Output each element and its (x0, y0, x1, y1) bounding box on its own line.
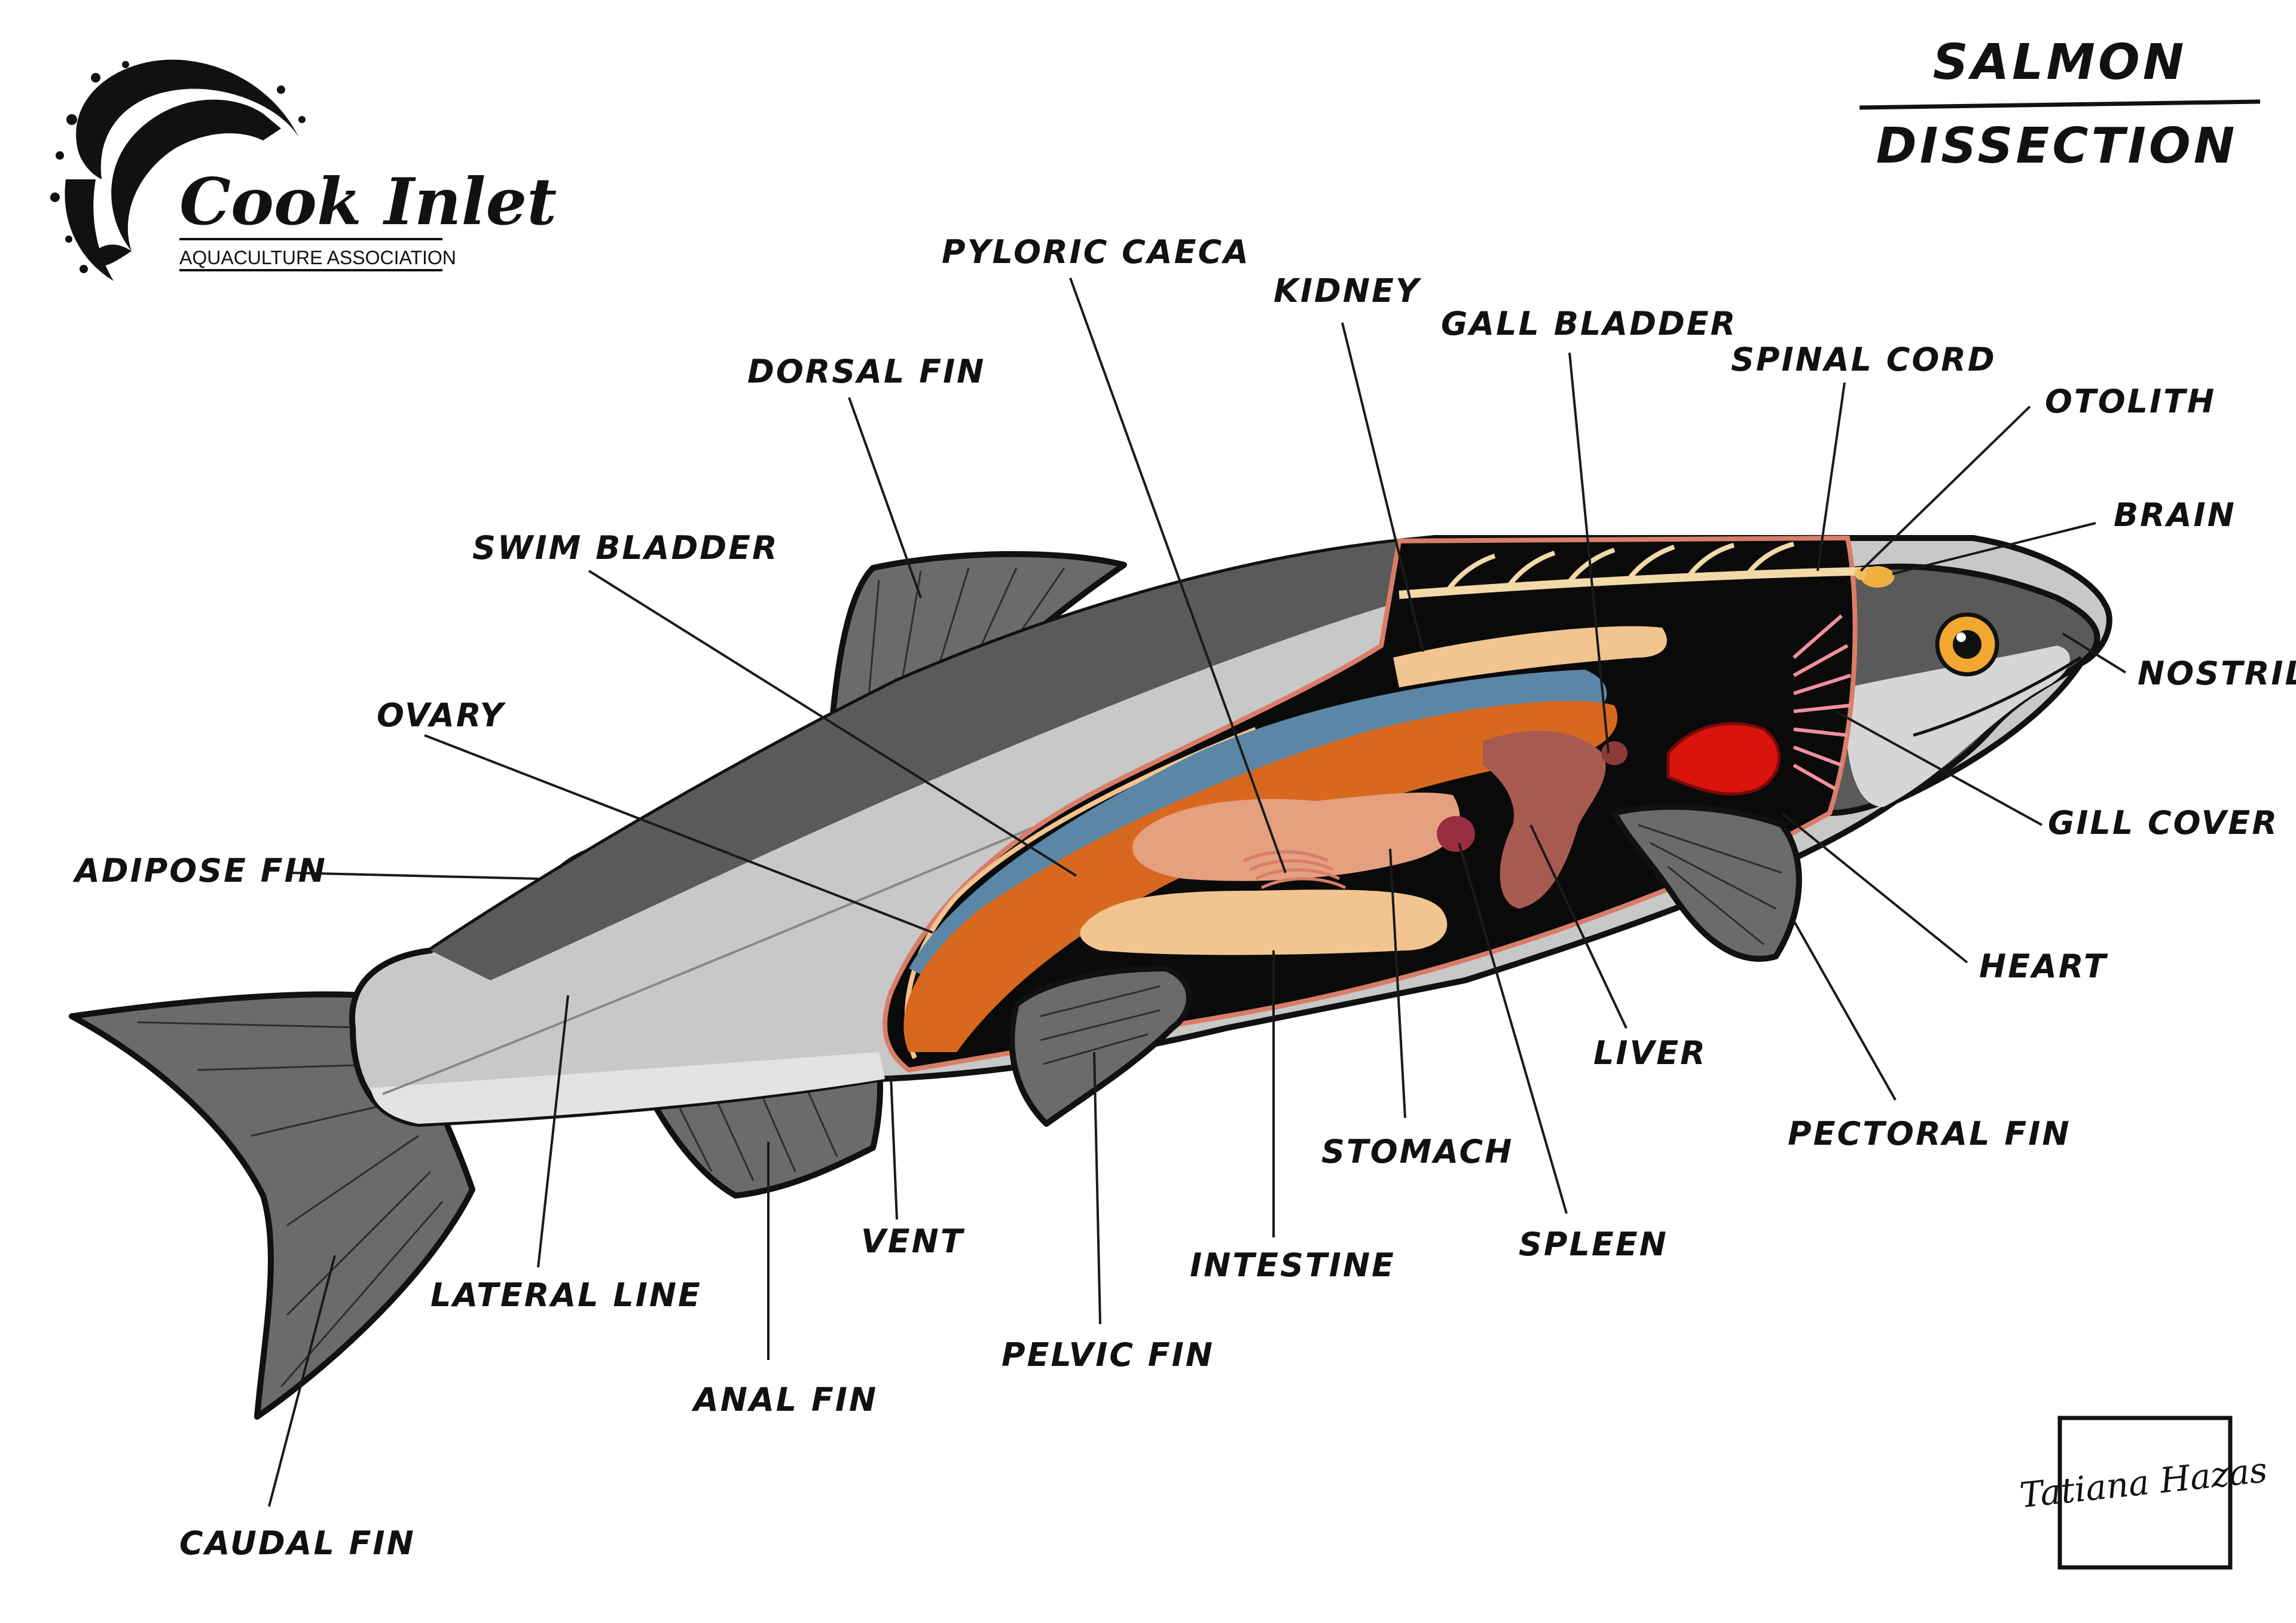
salmon-illustration (69, 535, 2112, 1420)
mouth-line (1913, 656, 2082, 737)
pelvic-fin-rays (1040, 985, 1161, 1065)
label-intestine: INTESTINE (1190, 1246, 1396, 1284)
label-nostril: NOSTRIL (2138, 655, 2296, 692)
label-pectoral-fin: PECTORAL FIN (1788, 1115, 2071, 1153)
gills-organ (1793, 614, 1851, 791)
label-brain: BRAIN (2114, 496, 2236, 534)
label-lateral-line: LATERAL LINE (430, 1276, 702, 1314)
label-anal-fin: ANAL FIN (691, 1381, 878, 1419)
salmon-belly (371, 1052, 885, 1124)
label-pyloric-caeca: PYLORIC CAECA (942, 233, 1250, 271)
spine (1399, 567, 1878, 599)
stomach-organ (1132, 792, 1460, 881)
pectoral-fin-rays (1638, 824, 1782, 946)
label-spleen: SPLEEN (1519, 1225, 1668, 1263)
label-dorsal-fin: DORSAL FIN (747, 353, 985, 390)
logo-salmon-tail-icon (90, 244, 132, 267)
liver-organ (1483, 730, 1606, 909)
title-line-2: DISSECTION (1876, 118, 2238, 175)
label-caudal-fin: CAUDAL FIN (179, 1524, 416, 1562)
label-vent: VENT (861, 1222, 965, 1260)
labels: PYLORIC CAECA KIDNEY GALL BLADDER SPINAL… (72, 233, 2296, 1562)
label-pelvic-fin: PELVIC FIN (1002, 1336, 1214, 1374)
title-divider (1859, 99, 2261, 110)
label-stomach: STOMACH (1321, 1133, 1513, 1170)
gall-bladder-organ (1601, 741, 1628, 765)
head-cheek (1846, 646, 2070, 807)
salmon-back (430, 538, 1435, 980)
logo-subtitle: AQUACULTURE ASSOCIATION (179, 247, 456, 268)
otolith-organ (1855, 568, 1867, 580)
title-block: SALMON DISSECTION (1859, 34, 2261, 175)
label-gill-cover: GILL COVER (2048, 804, 2279, 842)
heart-organ (1666, 722, 1781, 796)
brain-organ (1861, 566, 1894, 588)
label-adipose-fin: ADIPOSE FIN (72, 852, 327, 890)
label-swim-bladder: SWIM BLADDER (472, 529, 779, 567)
logo: Cook Inlet AQUACULTURE ASSOCIATION (50, 59, 557, 281)
pyloric-caeca-organ (1242, 850, 1347, 890)
label-kidney: KIDNEY (1274, 272, 1422, 310)
intestine-organ (1080, 890, 1448, 955)
label-gall-bladder: GALL BLADDER (1441, 305, 1737, 343)
label-heart: HEART (1979, 947, 2108, 985)
signature-box: Tatiana Hazas (2018, 1416, 2269, 1570)
label-liver: LIVER (1593, 1034, 1707, 1072)
logo-name: Cook Inlet (179, 164, 557, 240)
leader-lines (268, 277, 2127, 1507)
title-line-1: SALMON (1933, 34, 2187, 91)
vertebrae-ribs (1445, 542, 1795, 594)
spleen-organ (1437, 816, 1475, 852)
pectoral-fin-shape (1611, 803, 1802, 962)
swim-bladder-organ (909, 670, 1607, 986)
label-spinal-cord: SPINAL CORD (1731, 341, 1996, 378)
pelvic-fin-shape (1009, 965, 1192, 1127)
label-ovary: OVARY (377, 696, 506, 734)
label-otolith: OTOLITH (2045, 383, 2216, 420)
logo-salmon-icon (111, 99, 281, 251)
